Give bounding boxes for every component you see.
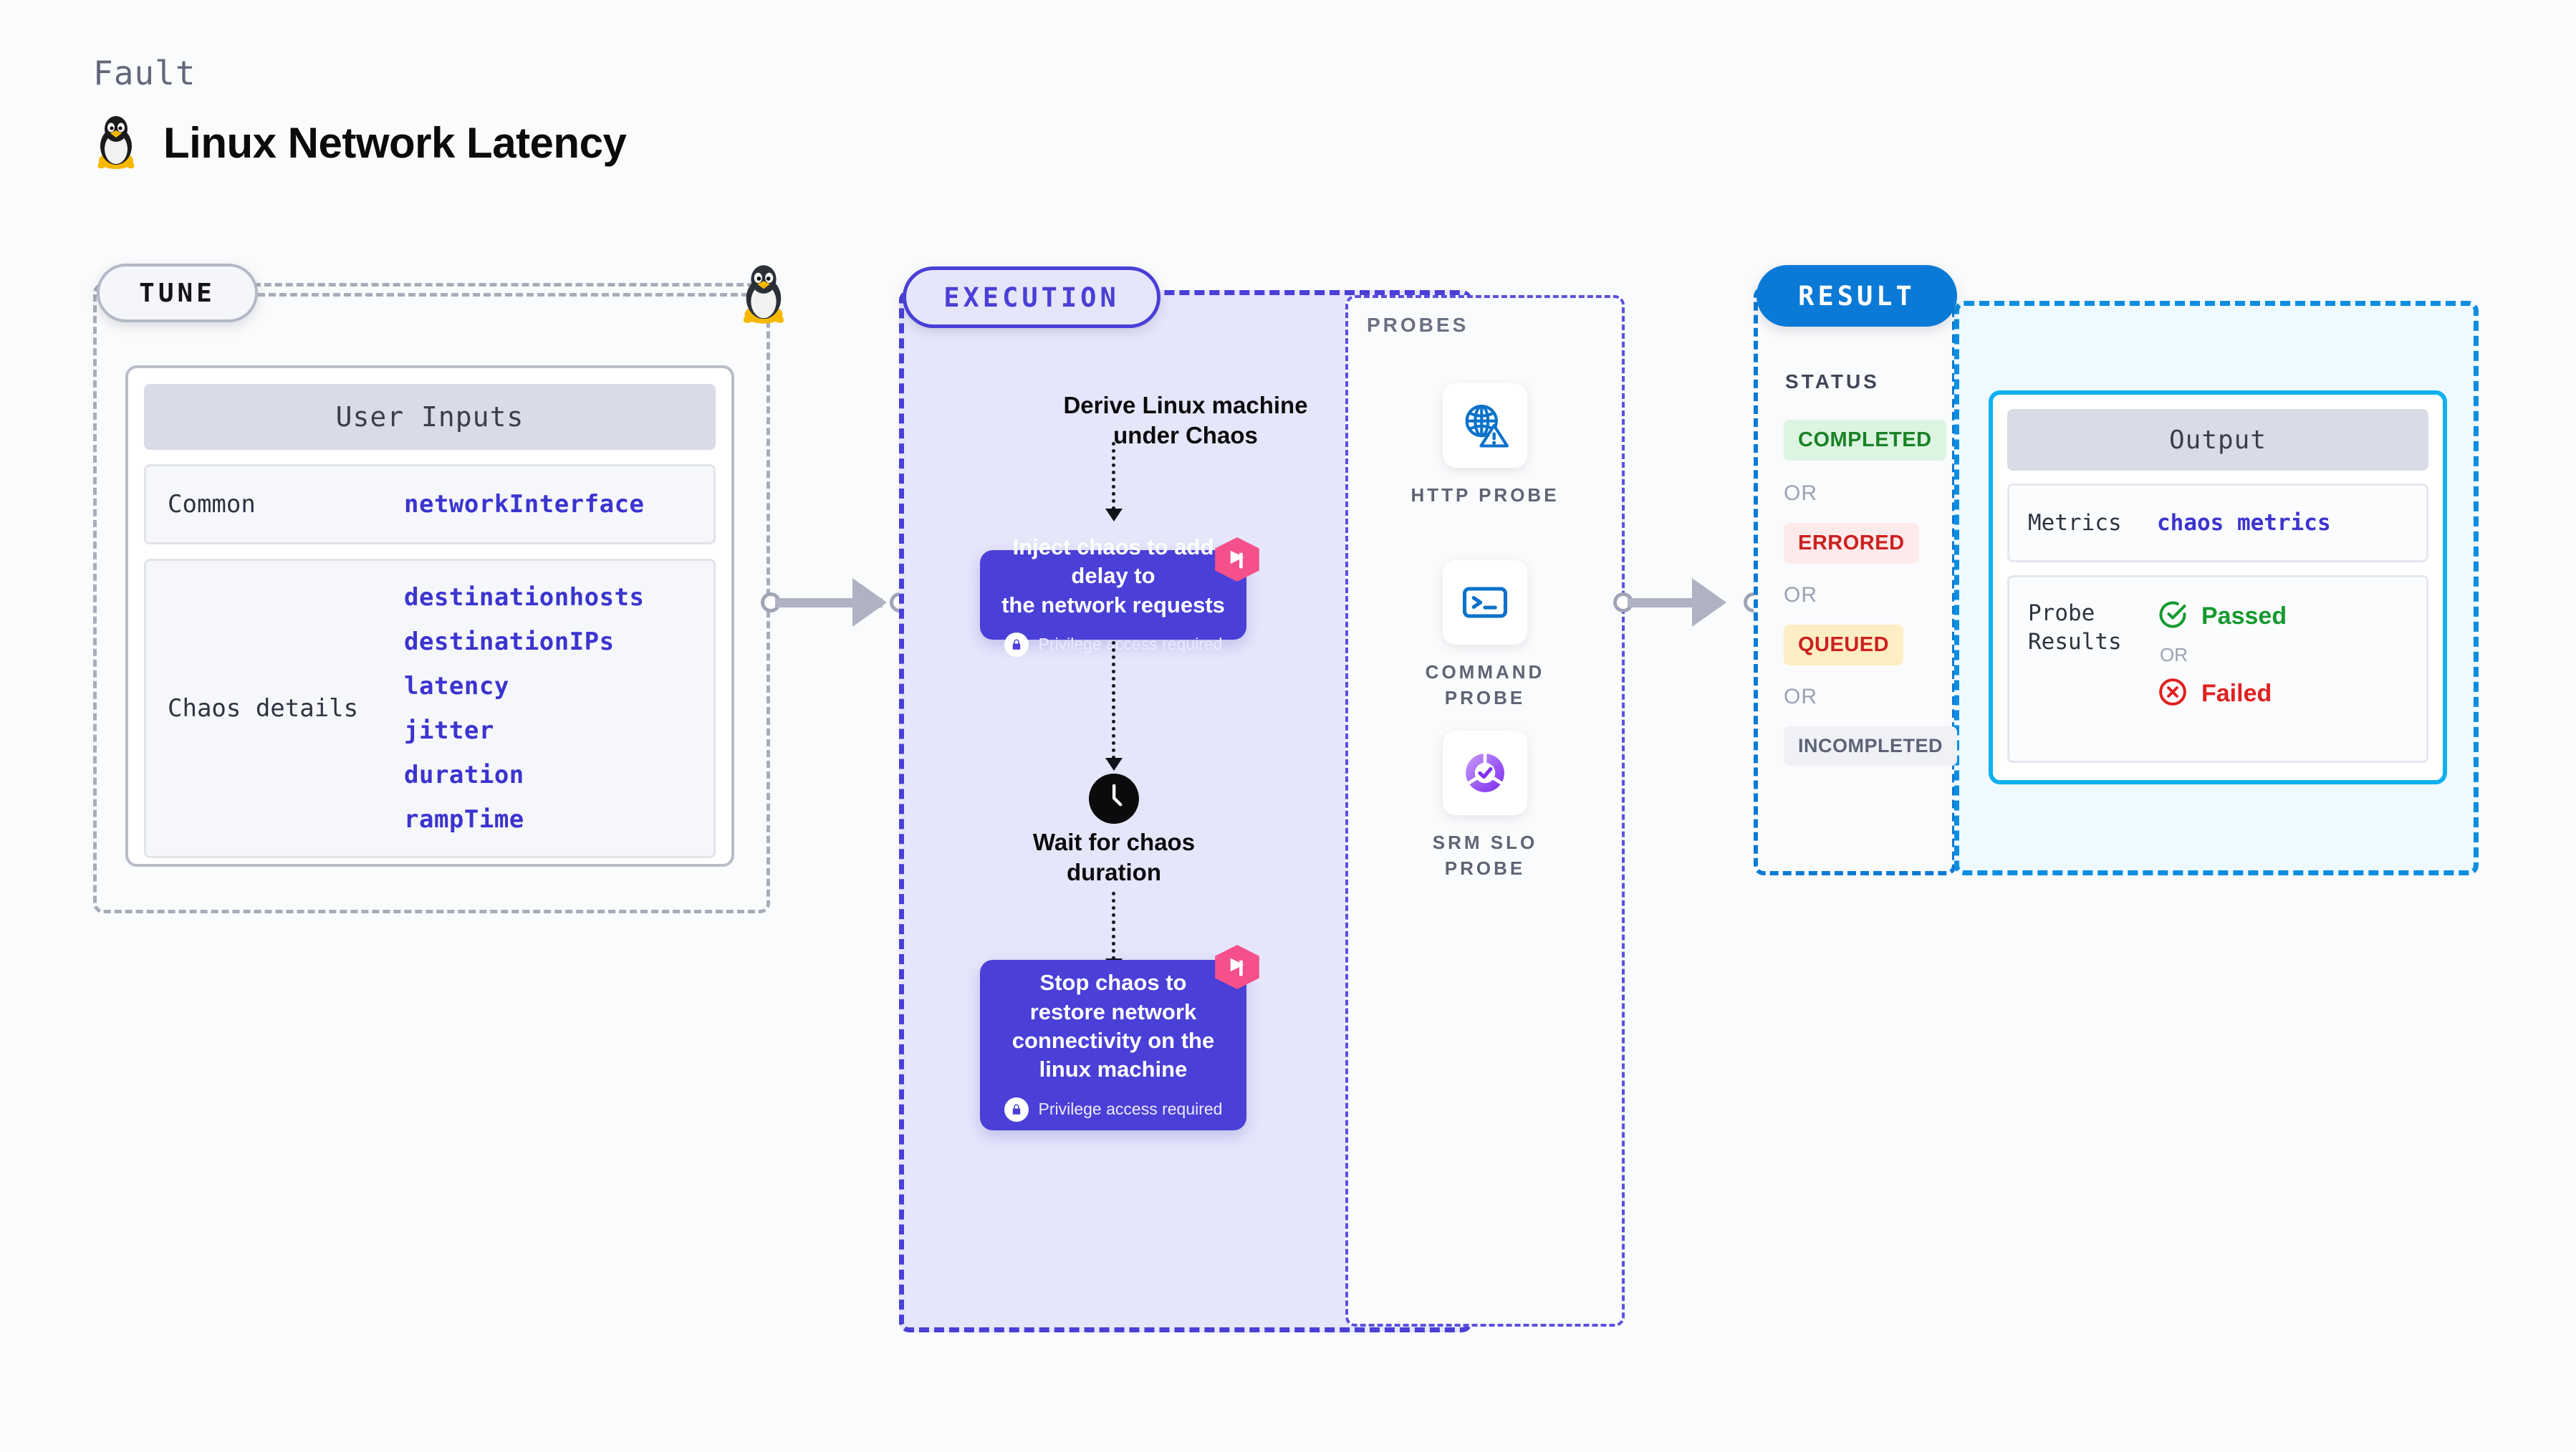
execution-step-stop-chaos[interactable]: Stop chaos to restore network connectivi… xyxy=(980,960,1246,1130)
flow-arrow-3 xyxy=(1112,892,1115,960)
tune-stage-badge[interactable]: TUNE xyxy=(97,264,258,322)
harness-logo-icon xyxy=(1211,941,1264,994)
tune-param-destinationhosts[interactable]: destinationhosts xyxy=(404,583,645,612)
status-badge-incompleted: INCOMPLETED xyxy=(1784,726,1958,766)
status-or-1: OR xyxy=(1784,481,1817,505)
stop-chaos-privilege-note: Privilege access required xyxy=(1004,1097,1223,1122)
probe-verdict-failed: Failed xyxy=(2157,676,2287,711)
tune-param-destinationips[interactable]: destinationIPs xyxy=(404,628,615,656)
tune-param-latency[interactable]: latency xyxy=(404,672,509,701)
lock-icon xyxy=(1004,1097,1029,1122)
status-or-2: OR xyxy=(1784,583,1817,607)
output-row-probe-results: Probe Results Passed OR xyxy=(2007,575,2428,763)
clock-icon xyxy=(1089,774,1139,824)
status-or-3: OR xyxy=(1784,685,1817,708)
stop-chaos-privilege-text: Privilege access required xyxy=(1038,1100,1223,1119)
status-title: STATUS xyxy=(1785,370,1880,393)
tune-param-jitter[interactable]: jitter xyxy=(404,716,494,745)
execution-step-wait-duration: Wait for chaos duration xyxy=(1032,829,1196,886)
output-probe-results-key: Probe Results xyxy=(2028,600,2122,655)
probe-verdict-or: OR xyxy=(2160,644,2188,665)
user-inputs-card: User Inputs Common networkInterface Chao… xyxy=(125,365,734,867)
execution-step-inject-chaos[interactable]: Inject chaos to add delay to the network… xyxy=(980,534,1246,657)
probe-verdict-passed: Passed xyxy=(2157,599,2287,634)
tune-param-ramptime[interactable]: rampTime xyxy=(404,805,524,834)
fault-kicker: Fault xyxy=(93,54,196,92)
flow-arrow-1 xyxy=(1112,442,1115,510)
inject-chaos-privilege-note: Privilege access required xyxy=(1004,632,1223,657)
status-badge-completed: COMPLETED xyxy=(1784,420,1946,461)
tune-row-chaos-details: Chaos details destinationhosts destinati… xyxy=(144,559,716,858)
probe-http[interactable]: HTTP PROBE xyxy=(1392,383,1578,508)
x-circle-icon xyxy=(2157,676,2188,711)
status-badge-errored: ERRORED xyxy=(1784,523,1919,564)
globe-warning-icon xyxy=(1443,383,1527,468)
probe-srm-slo-label: SRM SLO PROBE xyxy=(1432,832,1538,880)
execution-stage-badge[interactable]: EXECUTION xyxy=(903,266,1160,328)
flow-arrow-2-head xyxy=(1105,758,1123,771)
stop-chaos-title: Stop chaos to restore network connectivi… xyxy=(1011,970,1215,1082)
page-title: Linux Network Latency xyxy=(163,118,627,167)
status-badge-queued: QUEUED xyxy=(1784,625,1904,665)
output-metrics-value[interactable]: chaos metrics xyxy=(2157,510,2331,536)
probe-http-label: HTTP PROBE xyxy=(1410,484,1559,506)
probe-command[interactable]: COMMAND PROBE xyxy=(1392,560,1578,711)
tune-param-networkinterface[interactable]: networkInterface xyxy=(404,490,645,519)
inject-chaos-title: Inject chaos to add delay to the network… xyxy=(1001,534,1225,617)
tune-row-chaos-details-key: Chaos details xyxy=(168,694,359,723)
execution-step-derive-machine: Derive Linux machine under Chaos xyxy=(1063,392,1308,449)
tune-param-duration[interactable]: duration xyxy=(404,761,524,789)
output-row-metrics: Metrics chaos metrics xyxy=(2007,484,2428,562)
tune-row-common-key: Common xyxy=(168,490,256,519)
probe-srm-slo[interactable]: SRM SLO PROBE xyxy=(1392,731,1578,882)
output-header: Output xyxy=(2007,409,2428,471)
probes-title: PROBES xyxy=(1367,314,1469,336)
lock-icon xyxy=(1004,632,1029,657)
probe-verdict-failed-label: Failed xyxy=(2201,680,2272,707)
terminal-prompt-icon xyxy=(1443,560,1527,645)
slo-donut-check-icon xyxy=(1443,731,1527,815)
user-inputs-header: User Inputs xyxy=(144,384,716,450)
output-card: Output Metrics chaos metrics Probe Resul… xyxy=(1989,390,2447,784)
result-status-frame xyxy=(1754,287,1956,875)
probe-command-label: COMMAND PROBE xyxy=(1425,661,1545,709)
inject-chaos-privilege-text: Privilege access required xyxy=(1038,635,1223,654)
harness-logo-icon xyxy=(1211,533,1264,586)
flow-arrow-1-head xyxy=(1105,509,1123,521)
probe-verdict-passed-label: Passed xyxy=(2201,602,2287,630)
tune-row-common: Common networkInterface xyxy=(144,464,716,544)
linux-penguin-icon xyxy=(93,115,139,170)
check-circle-icon xyxy=(2157,599,2188,634)
tune-linux-penguin-icon xyxy=(738,264,789,329)
result-stage-badge[interactable]: RESULT xyxy=(1756,265,1957,327)
flow-arrow-2 xyxy=(1112,641,1115,759)
tune-badge-connector xyxy=(258,293,749,297)
output-metrics-key: Metrics xyxy=(2028,509,2122,536)
fault-title-row: Linux Network Latency xyxy=(93,115,627,170)
